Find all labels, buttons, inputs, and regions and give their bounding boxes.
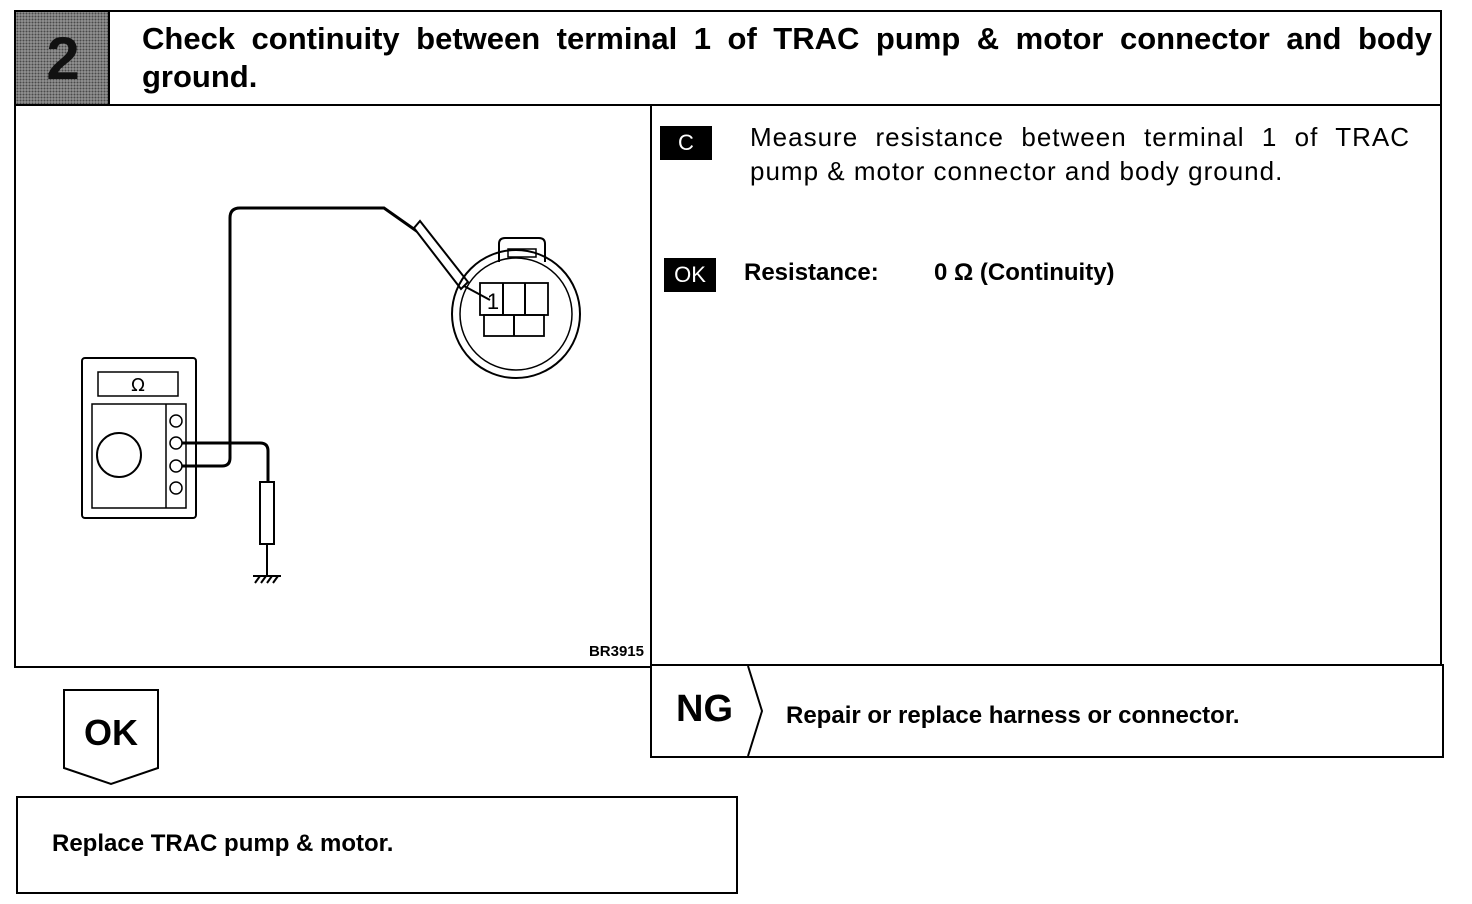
upper-probe [412, 219, 491, 301]
c-tag: C [660, 126, 712, 160]
ng-action-text: Repair or replace harness or connector. [786, 702, 1240, 729]
diagram-panel: Ω [14, 104, 652, 668]
wiring-diagram: Ω [81, 206, 581, 584]
ok-label: OK [84, 712, 138, 753]
lower-probe [259, 481, 275, 576]
ok-arrow-icon [63, 689, 159, 786]
ok-tag: OK [664, 258, 716, 292]
connector-icon [451, 237, 581, 379]
step-badge [16, 12, 110, 104]
ng-label: NG [676, 688, 733, 730]
step-header: 2 Check continuity between terminal 1 of… [14, 10, 1442, 106]
terminal-label: 1 [487, 289, 499, 314]
resistance-value: 0 Ω (Continuity) [934, 259, 1115, 286]
step-title: Check continuity between terminal 1 of T… [142, 21, 1432, 94]
ok-result-text: Replace TRAC pump & motor. [52, 830, 394, 857]
ok-result-box: Replace TRAC pump & motor. [16, 796, 738, 894]
step-number: 2 [46, 24, 80, 92]
test-leads [182, 206, 419, 482]
figure-code: BR3915 [588, 643, 644, 660]
resistance-label: Resistance: [744, 259, 879, 286]
ground-icon [253, 575, 281, 584]
ng-box: NG Repair or replace harness or connecto… [650, 664, 1444, 758]
measure-instruction: Measure resistance between terminal 1 of… [750, 122, 1410, 186]
meter-symbol: Ω [131, 375, 145, 396]
instruction-panel: C Measure resistance between terminal 1 … [650, 104, 1442, 666]
chevron-right-icon [747, 666, 764, 756]
ohmmeter-icon [81, 357, 197, 519]
